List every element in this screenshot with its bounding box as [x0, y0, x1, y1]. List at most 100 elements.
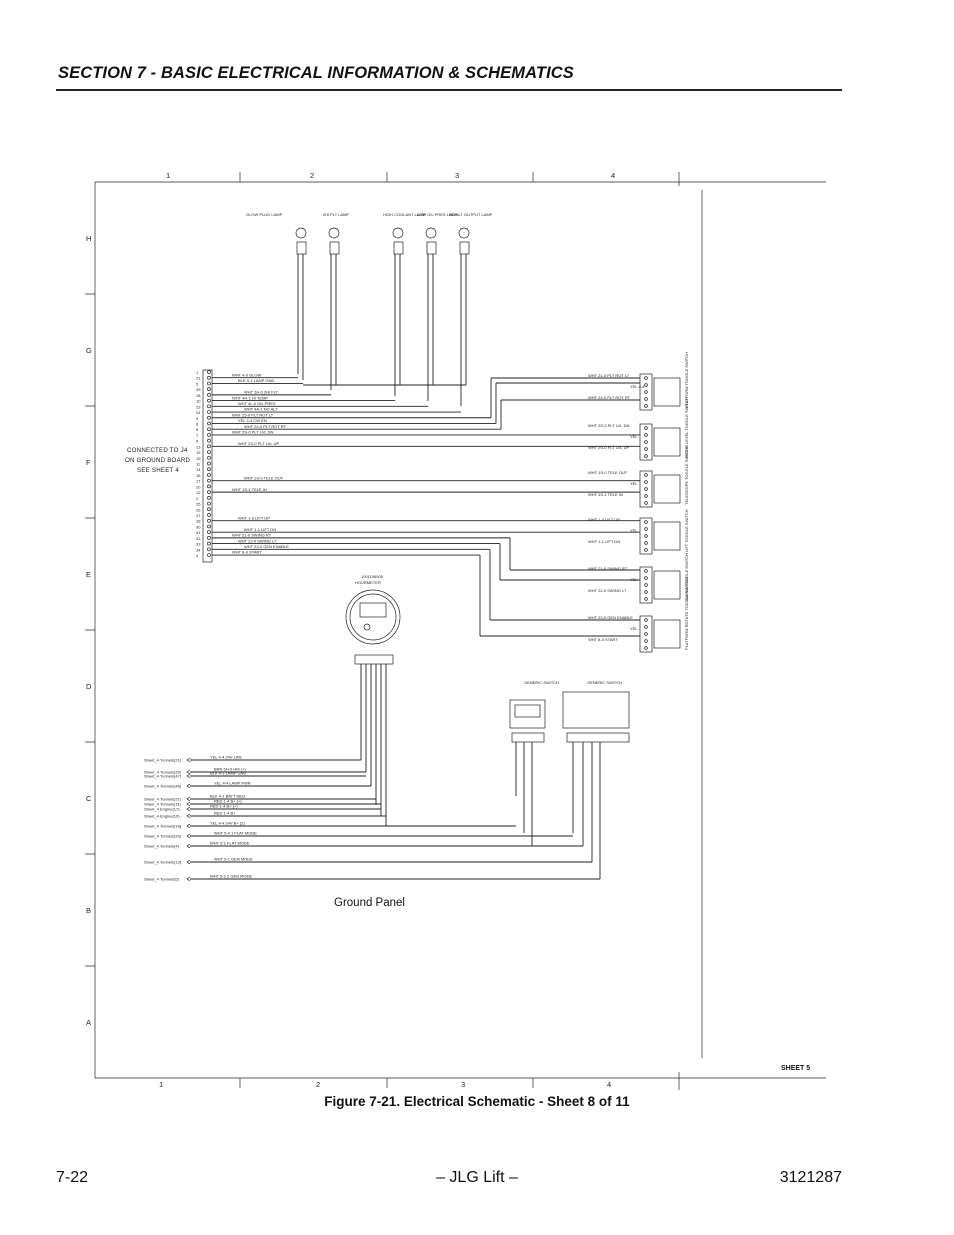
lamp-glow-plug: GLOW PLUG LAMP [246, 212, 307, 255]
arrow-icon [186, 801, 191, 807]
pin-number: 13 [196, 444, 201, 449]
pin-contact [207, 536, 211, 540]
svg-text:HOURMETER: HOURMETER [355, 580, 381, 585]
arrow-icon [186, 859, 191, 865]
sheet-wire-label: YEL 4-4 24V B+ (2) [210, 821, 245, 826]
pin-contact [207, 415, 211, 420]
grid-col-label: 2 [316, 1080, 320, 1089]
pin-contact [207, 444, 211, 449]
schematic-frame [85, 172, 826, 1090]
generic-switch-right: GENERIC SWITCH [562, 680, 630, 879]
pin-number: 6 [196, 427, 199, 432]
figure-caption: Figure 7-21. Electrical Schematic - Shee… [324, 1094, 630, 1109]
sheet-ref-row: Sheet_4 Tunnels(21) BLK 4-1 BATT NEG [144, 794, 376, 802]
switch-label: PLTFM LEVEL TOGGLE SWITCH [684, 397, 689, 458]
arrow-icon [186, 833, 191, 839]
sheet-ref: Sheet_4 Engine(17) [144, 807, 180, 812]
lamp-no-alt-output: NO ALT OUTPUT LAMP [449, 212, 493, 255]
pin-number: 28 [196, 519, 201, 524]
svg-text:GENERIC SWITCH: GENERIC SWITCH [524, 680, 559, 685]
pin-number: 14 [196, 467, 201, 472]
sheet-ref: Sheet_4 Tunnels(20) [144, 770, 182, 775]
sheet-ref-row: Sheet_4 Tunnels(18)YEL 4-4 24V B+ (2) [144, 821, 516, 829]
sheet-wire-label: RED 1-4 B+ (+) [210, 804, 238, 809]
switch-wire-label: WHT 1-0 LIFT UP [588, 517, 620, 522]
sheet-ref-row: Sheet_4 Tunnels(5)WHT 5-1 2 GEN MODE [144, 874, 600, 882]
switch-wire-label: WHT 1S-1 TELE IN [588, 492, 623, 497]
sheet-wire-label: YEL 4-4 24V LIFE [210, 755, 242, 760]
switch-wire-label: WHT 2S-0 PLT LVL UP [588, 445, 629, 450]
switch-label: PLATFORM ROTATE TOGGLE SWITCH [684, 577, 689, 650]
pin-number: 11 [196, 462, 201, 467]
svg-text:SEE SHEET 4: SEE SHEET 4 [137, 467, 179, 474]
hourmeter: 1001106005 HOURMETER [345, 574, 401, 826]
sheet-ref: Sheet_4 Tunnels(13) [144, 860, 182, 865]
wire-label: WHT 1S-1 TELE IN [232, 487, 267, 492]
switch-wire-label: YEL [630, 577, 638, 582]
sheet-wire-label: BLK 4-1 BATT NEG [210, 794, 245, 799]
connector-j4: 1215291810232438679131519111416172012225… [196, 369, 213, 563]
switch-wire-label: WHT 8-0 START [588, 637, 618, 642]
pin-contact [207, 495, 211, 500]
pin-contact [207, 530, 211, 535]
sheet-wire-label: BLK 4-1 LAMP GND [210, 771, 246, 776]
wire-label: WHT 1-1 LIFT DN [244, 527, 276, 532]
arrow-icon [186, 783, 191, 789]
switch-wire-label: YEL 4-4 [630, 384, 645, 389]
page-number: 7-22 [56, 1169, 89, 1186]
wire-label: WHT 24-0 PLT ROT RT [244, 424, 287, 429]
sheet-ref: Sheet_4 Tunnels(21) [144, 797, 182, 802]
pin-contact [207, 450, 211, 454]
wire-label: WHT 21-0 SWING RT [232, 533, 272, 538]
switch-wire-label: YEL [630, 481, 638, 486]
section-title: SECTION 7 - BASIC ELECTRICAL INFORMATION… [58, 64, 574, 82]
sheet-ref: Sheet_4 Tunnels(47) [144, 774, 182, 779]
pin-number: 3 [196, 416, 199, 421]
sheet-ref-row: Sheet_4 Tunnels(13)WHT 5-1 GEN MODE [144, 857, 592, 865]
pin-number: 27 [196, 513, 201, 518]
pin-number: 33 [196, 542, 201, 547]
lamp-label: NO ALT OUTPUT LAMP [449, 212, 493, 217]
pin-number: 7 [196, 433, 199, 438]
switch-wire-label: WHT 22-0 SWING LT [588, 588, 627, 593]
wire-label: WHT 4-0 GLOW [232, 372, 261, 377]
grid-col-label: 3 [461, 1080, 465, 1089]
pin-number: 23 [196, 404, 201, 409]
pin-contact [207, 387, 211, 392]
pin-number: 34 [196, 547, 201, 552]
pin-contact [207, 507, 211, 512]
wire-label: WHT 1-0 LIFT UP [238, 515, 270, 520]
wire-label: WHT 22-0 SWING LT [238, 538, 277, 543]
sheet-wire-label: BRN 5H-0 HM (+) [214, 767, 246, 772]
pin-contact [207, 541, 211, 546]
lamp-group: GLOW PLUG LAMP 2HI FLT LAMP HIGH COOLANT… [246, 212, 493, 255]
pin-contact [207, 398, 211, 403]
sheet-ref: Sheet_4 Tunnels(4) [144, 844, 180, 849]
lamp-label: GLOW PLUG LAMP [246, 212, 283, 217]
grid-row-labels: H G F E D C B A [86, 234, 92, 1027]
wire-label: WHT 4A-1 NO ALT [244, 407, 278, 412]
grid-row-label: C [86, 794, 92, 803]
pin-contact [207, 524, 211, 529]
sheet-ref-row: Sheet_4 Engine(17) RED 1-4 B+ (+) [144, 804, 381, 812]
lamp-high-coolant: HIGH COOLANT LAMP [383, 212, 426, 255]
wire-label: BLK 4-1 LAMP GND [238, 378, 274, 383]
wire-label: WHT 2H-0 2HI FLT [244, 390, 279, 395]
pin-number: 20 [196, 484, 201, 489]
wire-label: WHT 2S-0 PLT LVL UP [238, 441, 279, 446]
wire-label: WHT 2S-0 PLT LVL DN [232, 430, 273, 435]
grid-row-label: E [86, 570, 91, 579]
pin-number: 1 [196, 370, 199, 375]
pin-contact [207, 433, 211, 437]
arrow-icon [186, 773, 191, 779]
pin-contact [207, 381, 211, 386]
pin-number: 30 [196, 524, 201, 529]
arrow-icon [186, 769, 191, 775]
arrow-icon [186, 823, 191, 829]
switch-label: SWING TOGGLE SWITCH [684, 553, 689, 601]
wire-label: WHT 4L-0 OIL PRES [238, 401, 276, 406]
pin-contact [207, 547, 211, 552]
